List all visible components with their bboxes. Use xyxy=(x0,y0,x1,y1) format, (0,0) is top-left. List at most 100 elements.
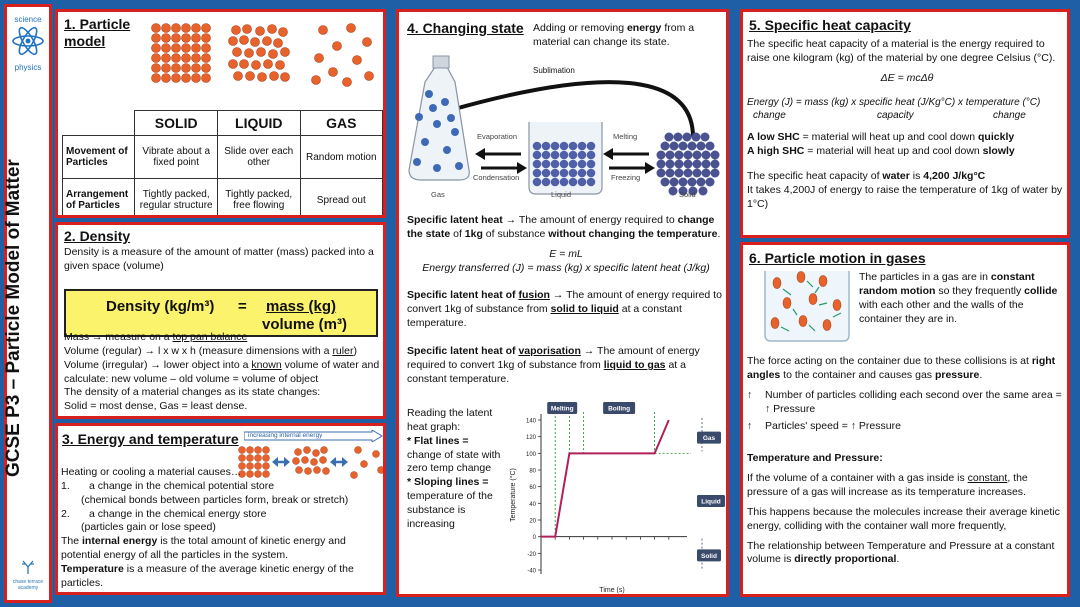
table-cell: Tightly packed, free flowing xyxy=(216,178,301,215)
row-label: Movement of Particles xyxy=(61,135,136,179)
density-order-line: Solid = most dense, Gas = least dense. xyxy=(64,400,248,413)
energy-item-2: 2.a change in the chemical energy store xyxy=(61,507,267,520)
water-shc-line: The specific heat capacity of water is 4… xyxy=(747,170,986,183)
table-cell: Vibrate about a fixed point xyxy=(134,135,218,179)
particle-model-title: 1. Particle model xyxy=(64,16,131,49)
table-row: Movement of Particles Vibrate about a fi… xyxy=(61,135,383,179)
row-label: Arrangement of Particles xyxy=(61,178,136,215)
table-cell: Slide over each other xyxy=(216,135,301,179)
low-shc-line: A low SHC = material will heat up and co… xyxy=(747,130,1015,143)
label-melting: Melting xyxy=(613,132,638,141)
graph-reading-notes: Reading the latent heat graph: * Flat li… xyxy=(407,407,501,532)
solid-badge xyxy=(697,549,721,562)
table-row: Arrangement of Particles Tightly packed,… xyxy=(61,178,383,215)
x-axis-label: Time (s) xyxy=(599,587,624,594)
internal-energy-definition: The internal energy is the total amount … xyxy=(61,535,346,562)
formula-left: Density (kg/m³) xyxy=(106,298,215,315)
table-cell: Random motion xyxy=(299,135,383,179)
col-header-gas: GAS xyxy=(299,110,383,136)
gas-label: Gas xyxy=(703,435,716,442)
mass-line: Mass → measure on a top pan balance xyxy=(64,331,248,343)
sloping-lines-note: * Sloping lines = temperature of the sub… xyxy=(407,476,493,530)
sidebar-title: GCSE P3 – Particle Model of Matter xyxy=(3,159,24,477)
latent-heat-word-equation: Energy transferred (J) = mass (kg) x spe… xyxy=(422,261,710,274)
graph-reading-title: Reading the latent heat graph: xyxy=(407,407,493,433)
y-tick-label: 60 xyxy=(529,485,536,491)
state-particles-image xyxy=(238,446,383,479)
logo-bottom-text: physics xyxy=(14,63,42,72)
particle-model-table: SOLID LIQUID GAS Movement of Particles V… xyxy=(61,110,383,215)
energy-item-2-detail: (particles gain or lose speed) xyxy=(81,521,216,534)
fusion-definition: Specific latent heat of fusion → The amo… xyxy=(407,289,722,330)
liquid-particles-image xyxy=(228,24,290,82)
y-tick-label: 40 xyxy=(529,502,536,508)
particle-model-panel: 1. Particle model SOLID LIQUID GAS Movem… xyxy=(55,9,386,218)
gas-container-image xyxy=(764,271,850,342)
density-change-line: The density of a material changes as its… xyxy=(64,386,321,399)
changing-state-title: 4. Changing state xyxy=(407,20,524,36)
gas-particles-image xyxy=(311,23,374,87)
boiling-label: Boiling xyxy=(608,406,630,413)
shc-panel: 5. Specific heat capacity The specific h… xyxy=(740,9,1070,238)
antler-icon xyxy=(22,560,34,574)
bullet-particle-number: ↑Number of particles colliding each seco… xyxy=(747,388,1062,415)
col-header-liquid: LIQUID xyxy=(216,110,301,136)
changing-state-panel: 4. Changing state Adding or removing ene… xyxy=(396,9,729,597)
y-tick-label: 80 xyxy=(529,469,536,475)
gases-intro: The particles in a gas are in constant r… xyxy=(859,271,1058,325)
density-title: 2. Density xyxy=(64,228,131,244)
y-tick-label: 100 xyxy=(526,452,537,458)
formula-numerator: mass (kg) xyxy=(266,298,337,315)
shc-word-equation-continued: change capacity change xyxy=(753,109,1026,121)
label-evaporation: Evaporation xyxy=(477,132,518,141)
boiling-badge xyxy=(603,402,636,414)
latent-heat-definition: Specific latent heat → The amount of ene… xyxy=(407,214,721,240)
y-axis-label: Temperature (°C) xyxy=(509,468,517,522)
states-diagram xyxy=(408,55,720,196)
energy-panel: 3. Energy and temperature increasing int… xyxy=(55,423,386,595)
y-tick-label: -20 xyxy=(527,552,536,558)
gases-title: 6. Particle motion in gases xyxy=(749,250,926,266)
water-energy-line: It takes 4,200J of energy to raise the t… xyxy=(747,184,1063,211)
density-panel: 2. Density Density is a measure of the a… xyxy=(55,222,386,419)
temperature-pressure-reason: This happens because the molecules incre… xyxy=(747,505,1060,532)
melting-badge xyxy=(547,402,578,414)
changing-state-intro: Adding or removing energy from a materia… xyxy=(533,22,695,48)
energy-item-1: 1.a change in the chemical potential sto… xyxy=(61,479,275,492)
temperature-pressure-rule: If the volume of a container with a gas … xyxy=(747,472,1028,499)
solid-particles-image xyxy=(151,23,211,83)
label-gas: Gas xyxy=(431,190,445,199)
latent-heat-section: Specific latent heat → The amount of ene… xyxy=(407,214,725,393)
label-sublimation: Sublimation xyxy=(533,66,575,75)
vaporisation-definition: Specific latent heat of vaporisation → T… xyxy=(407,345,700,385)
liquid-badge xyxy=(697,495,725,507)
y-tick-label: 0 xyxy=(533,535,537,541)
flat-lines-note: * Flat lines = change of state with zero… xyxy=(407,434,501,475)
label-liquid: Liquid xyxy=(551,190,572,199)
shc-body: The specific heat capacity of a material… xyxy=(747,38,1067,212)
gas-badge xyxy=(697,431,721,444)
temperature-pressure-relationship: The relationship between Temperature and… xyxy=(747,539,1055,566)
energy-text: Heating or cooling a material causes… 1.… xyxy=(61,466,383,591)
shc-definition: The specific heat capacity of a material… xyxy=(747,38,1056,64)
label-solid: Solid xyxy=(679,190,696,199)
formula-denominator: volume (m³) xyxy=(262,316,348,333)
label-freezing: Freezing xyxy=(611,173,641,182)
energy-item-1-detail: (chemical bonds between particles form, … xyxy=(81,493,349,506)
label-condensation: Condensation xyxy=(473,173,520,182)
temperature-definition: Temperature is a measure of the average … xyxy=(61,563,354,589)
liquid-label: Liquid xyxy=(701,499,721,506)
atom-icon xyxy=(12,26,44,56)
high-shc-line: A high SHC = material will heat up and c… xyxy=(747,144,1015,157)
density-notes: Mass → measure on a top pan balance Volu… xyxy=(64,331,382,414)
table-cell: Tightly packed, regular structure xyxy=(134,178,218,215)
latent-heat-equation: E = mL xyxy=(549,247,583,260)
academy-name: chase terrace academy xyxy=(12,579,44,591)
table-corner xyxy=(62,110,136,136)
shc-title: 5. Specific heat capacity xyxy=(749,17,911,33)
science-logo: science physics xyxy=(9,15,47,72)
academy-logo: chase terrace academy xyxy=(9,559,47,591)
pressure-explanation: The force acting on the container due to… xyxy=(747,355,1056,381)
col-header-solid: SOLID xyxy=(134,110,218,136)
